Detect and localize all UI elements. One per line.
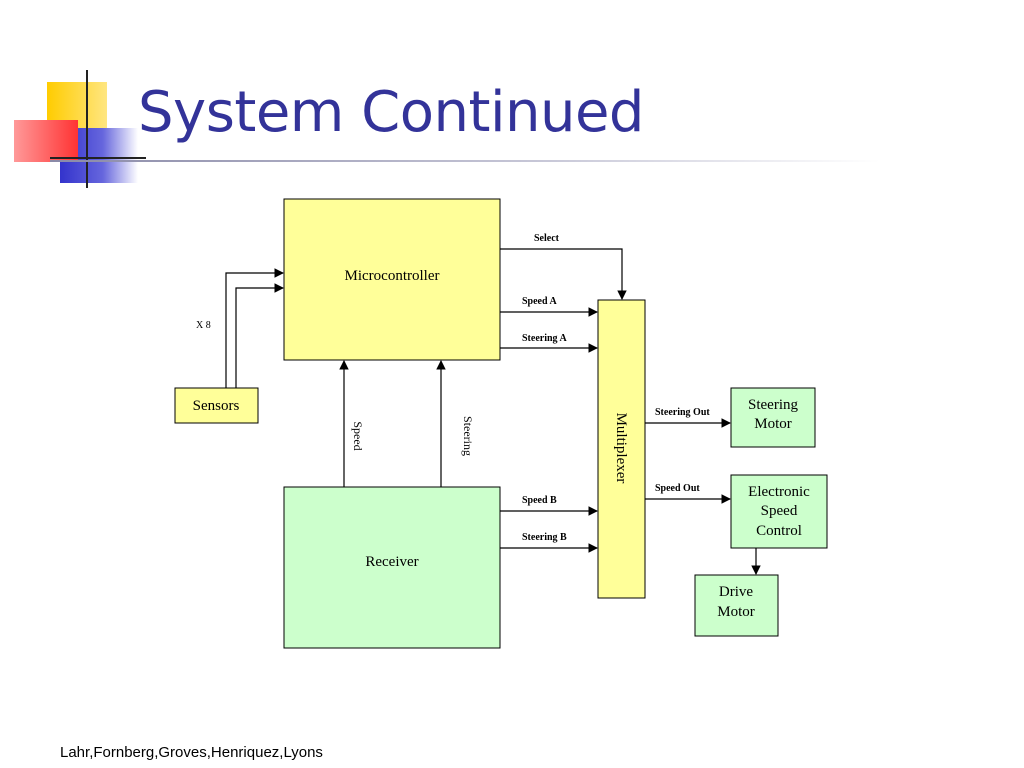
- esc-label-1: Electronic: [748, 484, 810, 500]
- receiver-box: [283, 486, 501, 649]
- sensors-box: [174, 387, 259, 424]
- steering-out-label: Steering Out: [655, 407, 710, 418]
- steering-motor-label-1: Steering: [748, 397, 798, 413]
- speed-out-label: Speed Out: [655, 483, 700, 494]
- drive-motor-label-1: Drive: [719, 584, 753, 600]
- deco-horizontal-line: [50, 157, 146, 159]
- slide-title: System Continued: [138, 80, 644, 145]
- x8-label: X 8: [196, 320, 211, 331]
- steering-motor-box: [730, 387, 816, 448]
- slide-footer: Lahr,Fornberg,Groves,Henriquez,Lyons: [60, 744, 323, 761]
- speed-b-label: Speed B: [522, 495, 557, 506]
- drive-motor-box: [694, 574, 779, 637]
- deco-vertical-line: [86, 70, 88, 188]
- multiplexer-box: [597, 299, 646, 599]
- deco-red-square: [14, 120, 78, 162]
- multiplexer-label: Multiplexer: [613, 413, 629, 484]
- receiver-label: Receiver: [365, 554, 418, 570]
- steering-a-label: Steering A: [522, 333, 567, 344]
- sensor-bus-line-2: [235, 283, 284, 388]
- esc-label-2: Speed: [761, 503, 798, 519]
- esc-label-3: Control: [756, 523, 802, 539]
- speed-vertical-label: Speed: [351, 421, 365, 450]
- microcontroller-box: [283, 198, 501, 361]
- sensor-bus-line-1: [225, 268, 284, 388]
- sensors-label: Sensors: [193, 398, 240, 414]
- select-label: Select: [534, 233, 560, 244]
- drive-motor-label-2: Motor: [717, 604, 755, 620]
- steering-vertical-label: Steering: [461, 416, 475, 456]
- speed-a-label: Speed A: [522, 296, 558, 307]
- title-underline: [50, 160, 880, 162]
- select-arrow: [500, 248, 627, 300]
- esc-box: [730, 474, 828, 549]
- steering-motor-label-2: Motor: [754, 416, 792, 432]
- steering-b-label: Steering B: [522, 532, 567, 543]
- microcontroller-label: Microcontroller: [345, 268, 440, 284]
